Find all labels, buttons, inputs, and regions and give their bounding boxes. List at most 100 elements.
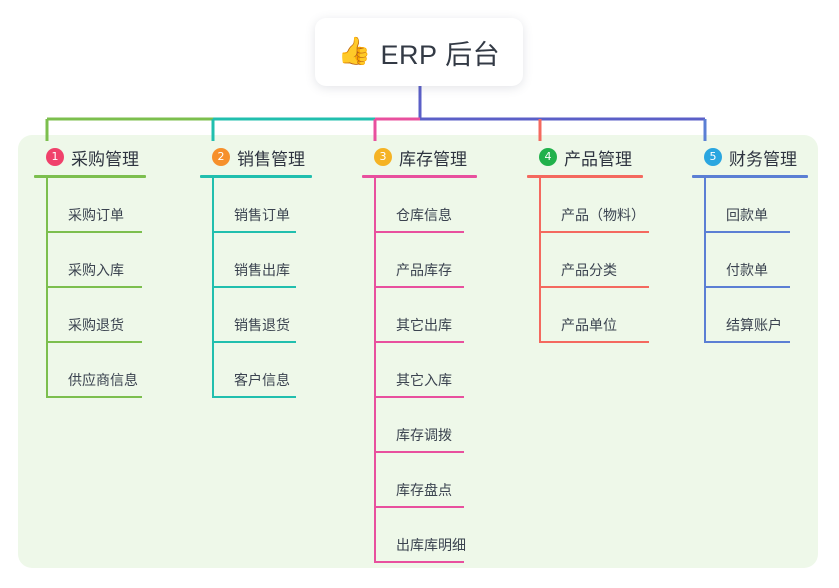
leaf-label: 供应商信息 <box>68 372 138 388</box>
leaf-underline <box>46 286 142 288</box>
thumbs-up-icon: 👍 <box>337 35 372 66</box>
branch-leaf-list: 回款单付款单结算账户 <box>692 178 808 343</box>
leaf-underline <box>539 286 649 288</box>
leaf-item[interactable]: 产品库存 <box>374 233 477 288</box>
leaf-underline <box>374 341 464 343</box>
leaf-underline <box>704 286 790 288</box>
branch-leaf-list: 销售订单销售出库销售退货客户信息 <box>200 178 312 398</box>
leaf-label: 销售出库 <box>234 262 290 278</box>
leaf-underline <box>46 396 142 398</box>
branch-badge-icon: 2 <box>212 148 230 166</box>
branch-badge-icon: 3 <box>374 148 392 166</box>
branch-badge-icon: 4 <box>539 148 557 166</box>
leaf-label: 出库库明细 <box>396 537 466 553</box>
leaf-item[interactable]: 产品单位 <box>539 288 649 343</box>
leaf-item[interactable]: 仓库信息 <box>374 178 477 233</box>
branch-column-2: 2 销售管理销售订单销售出库销售退货客户信息 <box>200 144 312 398</box>
leaf-item[interactable]: 供应商信息 <box>46 343 146 398</box>
leaf-label: 仓库信息 <box>396 207 452 223</box>
leaf-item[interactable]: 库存盘点 <box>374 453 477 508</box>
leaf-underline <box>374 561 464 563</box>
branch-column-3: 3 库存管理仓库信息产品库存其它出库其它入库库存调拨库存盘点出库库明细 <box>362 144 477 563</box>
branches-background-panel <box>18 135 818 568</box>
leaf-item[interactable]: 回款单 <box>704 178 808 233</box>
leaf-underline <box>212 341 296 343</box>
branch-spine <box>212 178 214 398</box>
leaf-label: 其它入库 <box>396 372 452 388</box>
branch-title: 财务管理 <box>729 149 797 169</box>
leaf-label: 产品库存 <box>396 262 452 278</box>
leaf-item[interactable]: 销售订单 <box>212 178 312 233</box>
leaf-label: 采购订单 <box>68 207 124 223</box>
leaf-item[interactable]: 客户信息 <box>212 343 312 398</box>
branch-underline <box>200 175 312 178</box>
branch-header-3[interactable]: 3 库存管理 <box>362 144 477 170</box>
leaf-underline <box>704 341 790 343</box>
leaf-item[interactable]: 其它入库 <box>374 343 477 398</box>
leaf-item[interactable]: 结算账户 <box>704 288 808 343</box>
branch-spine <box>374 178 376 563</box>
branch-title: 库存管理 <box>399 149 467 169</box>
root-title: ERP 后台 <box>380 39 501 70</box>
leaf-underline <box>374 451 464 453</box>
branch-header-5[interactable]: 5 财务管理 <box>692 144 808 170</box>
leaf-underline <box>539 341 649 343</box>
leaf-item[interactable]: 库存调拨 <box>374 398 477 453</box>
leaf-item[interactable]: 销售出库 <box>212 233 312 288</box>
branch-underline <box>527 175 643 178</box>
branch-header-2[interactable]: 2 销售管理 <box>200 144 312 170</box>
branch-leaf-list: 产品（物料） 产品分类产品单位 <box>527 178 649 343</box>
leaf-label: 采购入库 <box>68 262 124 278</box>
leaf-underline <box>374 506 464 508</box>
leaf-underline <box>212 396 296 398</box>
branch-spine <box>539 178 541 343</box>
leaf-item[interactable]: 出库库明细 <box>374 508 477 563</box>
leaf-label: 客户信息 <box>234 372 290 388</box>
leaf-label: 其它出库 <box>396 317 452 333</box>
branch-leaf-list: 采购订单采购入库采购退货供应商信息 <box>34 178 146 398</box>
root-node[interactable]: 👍 ERP 后台 <box>315 18 523 86</box>
leaf-label: 付款单 <box>726 262 768 278</box>
leaf-item[interactable]: 采购入库 <box>46 233 146 288</box>
branch-spine <box>704 178 706 343</box>
branch-leaf-list: 仓库信息产品库存其它出库其它入库库存调拨库存盘点出库库明细 <box>362 178 477 563</box>
branch-underline <box>34 175 146 178</box>
leaf-label: 产品分类 <box>561 262 617 278</box>
leaf-underline <box>374 231 464 233</box>
leaf-underline <box>46 341 142 343</box>
leaf-underline <box>46 231 142 233</box>
branch-title: 销售管理 <box>237 149 305 169</box>
leaf-label: 产品单位 <box>561 317 617 333</box>
branch-badge-icon: 5 <box>704 148 722 166</box>
branch-underline <box>362 175 477 178</box>
leaf-underline <box>374 396 464 398</box>
leaf-label: 回款单 <box>726 207 768 223</box>
leaf-underline <box>704 231 790 233</box>
leaf-item[interactable]: 采购订单 <box>46 178 146 233</box>
branch-header-4[interactable]: 4 产品管理 <box>527 144 643 170</box>
branch-header-1[interactable]: 1 采购管理 <box>34 144 146 170</box>
branch-underline <box>692 175 808 178</box>
leaf-label: 采购退货 <box>68 317 124 333</box>
branch-column-4: 4 产品管理产品（物料） 产品分类产品单位 <box>527 144 649 343</box>
leaf-label: 结算账户 <box>726 317 782 333</box>
branch-title: 采购管理 <box>71 149 139 169</box>
branch-column-5: 5 财务管理回款单付款单结算账户 <box>692 144 808 343</box>
leaf-label: 销售退货 <box>234 317 290 333</box>
leaf-item[interactable]: 采购退货 <box>46 288 146 343</box>
leaf-item[interactable]: 销售退货 <box>212 288 312 343</box>
leaf-underline <box>212 286 296 288</box>
leaf-item[interactable]: 产品分类 <box>539 233 649 288</box>
leaf-underline <box>374 286 464 288</box>
leaf-item[interactable]: 产品（物料） <box>539 178 649 233</box>
leaf-label: 库存调拨 <box>396 427 452 443</box>
branch-badge-icon: 1 <box>46 148 64 166</box>
leaf-underline <box>212 231 296 233</box>
leaf-label: 销售订单 <box>234 207 290 223</box>
branch-title: 产品管理 <box>564 149 632 169</box>
branch-spine <box>46 178 48 398</box>
leaf-item[interactable]: 其它出库 <box>374 288 477 343</box>
branch-column-1: 1 采购管理采购订单采购入库采购退货供应商信息 <box>34 144 146 398</box>
leaf-item[interactable]: 付款单 <box>704 233 808 288</box>
leaf-label: 库存盘点 <box>396 482 452 498</box>
